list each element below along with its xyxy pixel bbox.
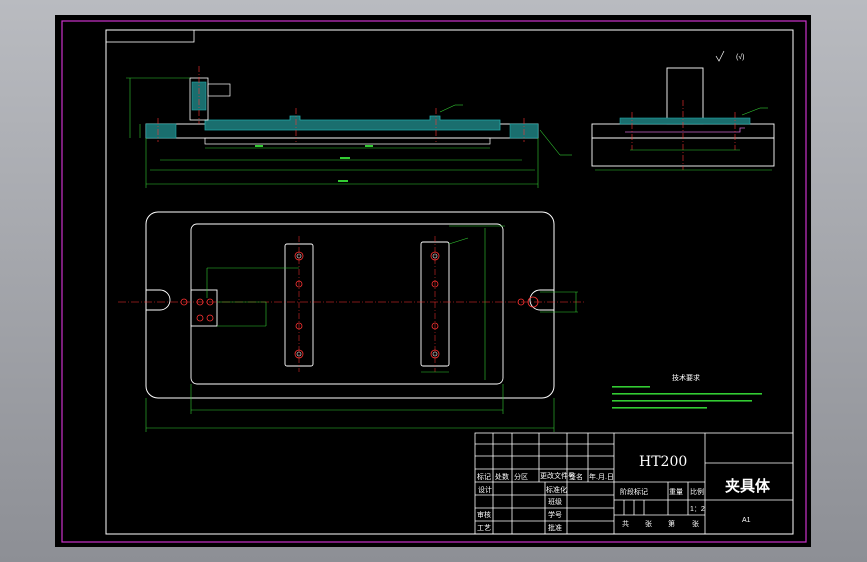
approve-label: 批准 [548,523,562,532]
front-view [126,66,572,188]
rev-count-label: 处数 [495,472,509,481]
student-no-label: 学号 [548,510,562,519]
footer-sheets-1: 张 [645,519,652,528]
footer-total: 共 [622,519,629,528]
rev-date-label: 年.月.日 [589,472,614,481]
standard-label: 标准化 [546,485,567,494]
footer-sheets-2: 张 [692,519,699,528]
review-label: 审核 [477,510,491,519]
ratio-label: 比例 [690,487,704,496]
scale-label: 1：2 [690,506,705,513]
rev-doc-label: 更改文件号 [540,471,575,480]
rev-sign-label: 签名 [569,472,583,481]
material-label: HT200 [639,454,687,470]
top-view [118,211,584,432]
drawing-sheet-area[interactable] [55,15,811,547]
part-name-label: 夹具体 [725,477,771,495]
roughness-symbol: (√) [715,50,745,62]
class-label: 班级 [548,497,562,506]
rev-zone-label: 分区 [514,472,528,481]
process-label: 工艺 [477,524,491,532]
drawing-code-box [105,29,195,43]
rev-mark-label: 标记 [477,472,491,481]
footer-no: 第 [668,519,675,528]
side-view: (√) [591,50,775,171]
sheet-size-label: A1 [742,517,751,524]
title-block-text: HT200 夹具体 A1 1：2 标记 处数 分区 更改文件号 签名 年.月.日… [477,454,771,532]
drawing-frame [105,29,794,535]
weight-label: 重量 [669,488,683,496]
tech-requirements: 技术要求 [612,373,762,409]
title-block [474,432,794,535]
tech-requirements-title: 技术要求 [672,373,700,382]
design-label: 设计 [478,485,492,494]
sheet-border [61,20,807,543]
roughness-note: (√) [736,53,745,61]
stage-mark-label: 阶段标记 [620,487,648,496]
